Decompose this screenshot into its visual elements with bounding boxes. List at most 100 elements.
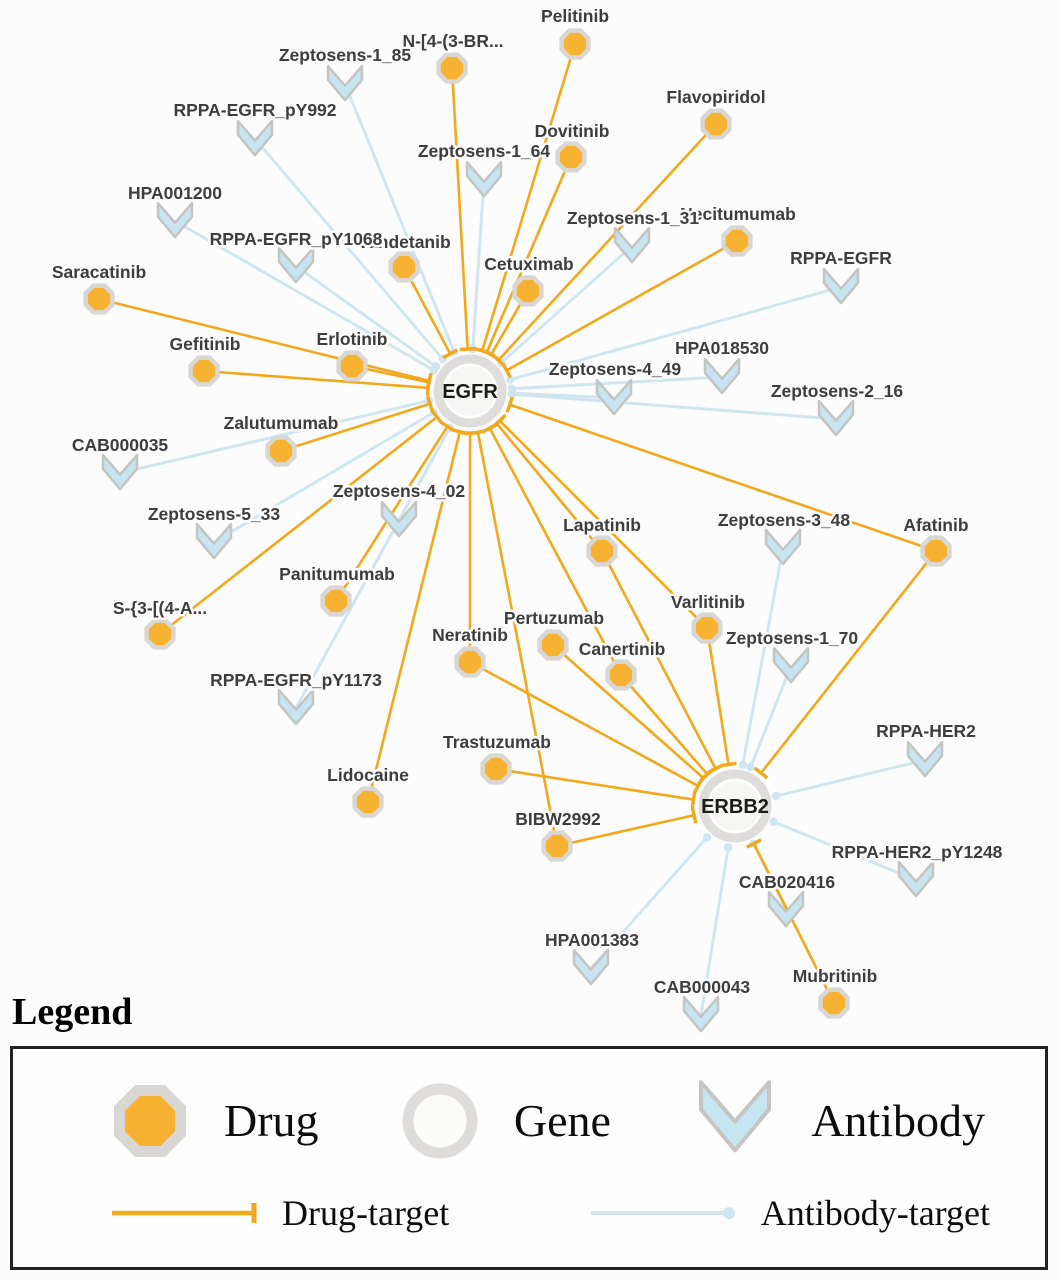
- edge-antibody-target: [775, 758, 926, 798]
- node-label: Zeptosens-1_70: [726, 628, 859, 648]
- edge-drug-target: [620, 674, 709, 776]
- drug-node-canertinib[interactable]: [605, 659, 637, 691]
- edge-drug-target: [480, 43, 577, 352]
- antibody-node-zeptosens_1_31[interactable]: [613, 226, 651, 264]
- drug-node-saracatinib[interactable]: [83, 283, 115, 315]
- drug-node-gefitinib[interactable]: [188, 355, 220, 387]
- gene-node-egfr[interactable]: [433, 354, 507, 428]
- node-label: S-{3-[(4-A...: [113, 598, 207, 618]
- antibody-node-rppa_egfr_py992[interactable]: [236, 119, 274, 157]
- edge-drug-target: [495, 422, 604, 552]
- edge-dot-cap: [746, 762, 755, 772]
- edge-drug-target: [159, 415, 438, 636]
- edge-tee-cap: [696, 771, 711, 786]
- antibody-node-cab000035[interactable]: [101, 453, 139, 491]
- drug-node-n4_3br[interactable]: [436, 52, 468, 84]
- drug-node-erlotinib[interactable]: [336, 350, 368, 382]
- drug-node-panitumumab[interactable]: [320, 585, 352, 617]
- drug-node-pertuzumab[interactable]: [537, 629, 569, 661]
- drug-node-cetuximab[interactable]: [512, 275, 544, 307]
- drug-node-zalutumumab[interactable]: [265, 435, 297, 467]
- edge-drug-target: [505, 239, 738, 372]
- antibody-node-rppa_egfr[interactable]: [822, 267, 860, 305]
- node-label: Gefitinib: [170, 334, 241, 354]
- drug-node-vandetanib[interactable]: [388, 251, 420, 283]
- drug-node-neratinib[interactable]: [454, 646, 486, 678]
- antibody-node-hpa018530[interactable]: [703, 357, 741, 395]
- node-label: Afatinib: [903, 515, 968, 535]
- drug-node-mubritinib[interactable]: [818, 987, 850, 1019]
- antibody-node-rppa_egfr_py1068[interactable]: [277, 246, 315, 284]
- antibody-target-edge-icon: [590, 1207, 735, 1219]
- edge-dot-cap: [771, 791, 781, 801]
- edge-drug-target: [498, 419, 708, 629]
- gene-label: EGFR: [442, 381, 498, 403]
- drug-node-lapatinib[interactable]: [586, 535, 618, 567]
- edge-antibody-target: [213, 411, 435, 544]
- antibody-node-rppa_egfr_py1173[interactable]: [277, 688, 315, 726]
- node-label: RPPA-EGFR_pY1173: [210, 670, 382, 690]
- antibody-node-zeptosens_5_33[interactable]: [195, 522, 233, 560]
- edge-antibody-target: [471, 179, 486, 350]
- antibody-node-zeptosens_4_02[interactable]: [380, 500, 418, 538]
- drug-node-bibw2992[interactable]: [541, 830, 573, 862]
- edge-tee-cap: [425, 395, 435, 412]
- gene-node-erbb2[interactable]: [698, 769, 772, 843]
- antibody-node-zeptosens_1_64[interactable]: [465, 160, 503, 198]
- edge-drug-target: [450, 67, 469, 350]
- edge-dot-cap: [506, 375, 515, 384]
- drug-node-pelitinib[interactable]: [559, 28, 591, 60]
- drug-node-lidocaine[interactable]: [352, 786, 384, 818]
- antibody-node-zeptosens_3_48[interactable]: [764, 528, 802, 566]
- edge-tee-cap: [720, 761, 737, 768]
- antibody-icon: [699, 1080, 772, 1153]
- node-label: Zeptosens-1_31: [567, 208, 700, 228]
- node-label: Lapatinib: [563, 515, 641, 535]
- drug-node-varlitinib[interactable]: [691, 612, 723, 644]
- node-label: Dovitinib: [535, 121, 610, 141]
- node-label: Zeptosens-2_16: [771, 381, 904, 401]
- drug-icon: [114, 1085, 186, 1157]
- edge-tee-cap: [442, 348, 459, 360]
- legend-item-antibody: Antibody: [685, 1078, 985, 1163]
- node-label: BIBW2992: [515, 809, 601, 829]
- legend-item-drug-target: Drug-target: [108, 1192, 449, 1234]
- drug-node-dovitinib[interactable]: [555, 141, 587, 173]
- node-label: Zeptosens-4_49: [549, 359, 682, 379]
- network-graph: EGFRERBB2PelitinibN-[4-(3-BR...Flavopiri…: [51, 6, 1003, 1033]
- node-label: Flavopiridol: [666, 87, 765, 107]
- drug-node-necitumumab[interactable]: [721, 225, 753, 257]
- node-label: RPPA-HER2: [876, 721, 976, 741]
- antibody-node-hpa001200[interactable]: [156, 201, 194, 239]
- edge-tee-cap: [690, 807, 698, 824]
- antibody-node-cab000043[interactable]: [682, 995, 720, 1033]
- antibody-node-rppa_her2[interactable]: [906, 740, 944, 778]
- edge-antibody-target: [510, 285, 842, 382]
- gene-node-inner-ring: [707, 778, 763, 834]
- drug-node-trastuzumab[interactable]: [480, 753, 512, 785]
- node-label: Canertinib: [579, 639, 666, 659]
- node-label: Neratinib: [432, 625, 508, 645]
- edge-dot-cap: [431, 362, 441, 371]
- edge-antibody-target: [253, 138, 444, 360]
- antibody-node-rppa_her2_py1248[interactable]: [897, 860, 935, 898]
- node-label: Lidocaine: [327, 765, 409, 785]
- node-label: Trastuzumab: [443, 732, 551, 752]
- edge-dot-cap: [507, 390, 517, 399]
- antibody-node-zeptosens_4_49[interactable]: [595, 378, 633, 416]
- drug-node-afatinib[interactable]: [920, 535, 952, 567]
- edge-tee-cap: [745, 838, 762, 849]
- edge-drug-target: [552, 644, 705, 780]
- edge-drug-target: [556, 813, 695, 848]
- edge-antibody-target: [174, 219, 435, 372]
- antibody-node-zeptosens_1_70[interactable]: [772, 646, 810, 684]
- drug-node-flavopiridol[interactable]: [700, 108, 732, 140]
- antibody-node-cab020416[interactable]: [767, 890, 805, 928]
- edge-drug-target: [752, 842, 836, 1004]
- antibody-node-hpa001383[interactable]: [572, 948, 610, 986]
- edge-tee-cap: [753, 766, 769, 780]
- edge-tee-cap: [483, 349, 499, 361]
- antibody-node-zeptosens_2_16[interactable]: [817, 399, 855, 437]
- antibody-node-zeptosens_1_85[interactable]: [326, 64, 364, 102]
- drug-node-s3_4a[interactable]: [144, 618, 176, 650]
